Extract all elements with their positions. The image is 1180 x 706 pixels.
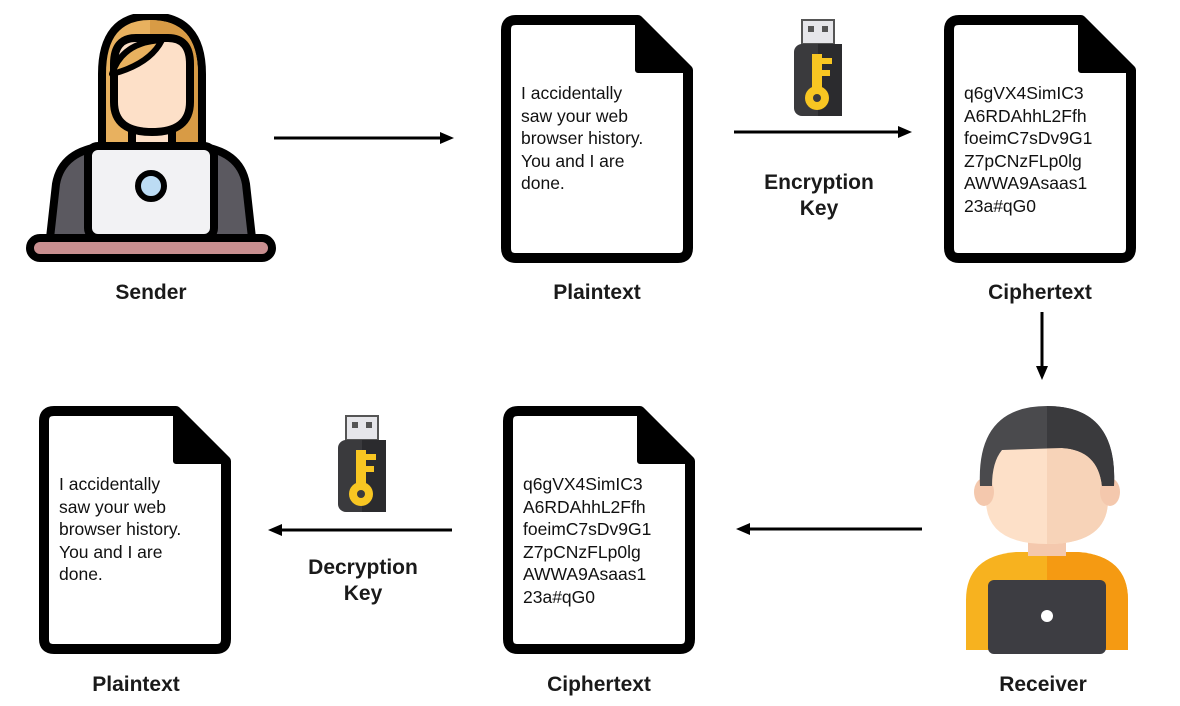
encryption-key-label: Encryption Key bbox=[764, 170, 874, 222]
sender-icon bbox=[26, 11, 276, 264]
decryption-key-label-line1: Decryption bbox=[308, 556, 418, 579]
document-icon bbox=[503, 406, 695, 654]
document-icon bbox=[501, 15, 693, 263]
plaintext-label-top: Plaintext bbox=[553, 281, 641, 304]
ciphertext-document-bottom: q6gVX4SimIC3 A6RDAhhL2Ffh foeimC7sDv9G1 … bbox=[502, 405, 696, 655]
ciphertext-label-top: Ciphertext bbox=[988, 281, 1092, 304]
decryption-key-label-line2: Key bbox=[343, 582, 383, 605]
arrow-ciphertext-to-plaintext bbox=[268, 524, 452, 536]
ciphertext-body-top: q6gVX4SimIC3 A6RDAhhL2Ffh foeimC7sDv9G1 … bbox=[964, 83, 1093, 216]
arrow-sender-to-plaintext bbox=[274, 132, 454, 144]
arrow-receiver-to-ciphertext bbox=[736, 523, 922, 535]
plaintext-label-bottom: Plaintext bbox=[92, 673, 180, 696]
decryption-key-label: Decryption Key bbox=[308, 555, 418, 607]
plaintext-body-top: I accidentally saw your web browser hist… bbox=[521, 83, 644, 194]
arrow-ciphertext-to-receiver bbox=[1036, 312, 1048, 380]
arrow-plaintext-to-ciphertext bbox=[734, 126, 912, 138]
receiver-icon bbox=[962, 404, 1132, 654]
document-icon bbox=[944, 15, 1136, 263]
sender-label: Sender bbox=[115, 281, 187, 304]
ciphertext-label-bottom: Ciphertext bbox=[547, 673, 651, 696]
receiver-label: Receiver bbox=[999, 673, 1087, 696]
encryption-key-label-line1: Encryption bbox=[764, 171, 874, 194]
plaintext-body-bottom: I accidentally saw your web browser hist… bbox=[59, 474, 182, 585]
encryption-key-icon bbox=[790, 18, 846, 120]
decryption-key-icon bbox=[334, 414, 390, 516]
ciphertext-document-top: q6gVX4SimIC3 A6RDAhhL2Ffh foeimC7sDv9G1 … bbox=[943, 14, 1137, 264]
ciphertext-body-bottom: q6gVX4SimIC3 A6RDAhhL2Ffh foeimC7sDv9G1 … bbox=[523, 474, 652, 607]
plaintext-document-top: I accidentally saw your web browser hist… bbox=[500, 14, 694, 264]
plaintext-document-bottom: I accidentally saw your web browser hist… bbox=[38, 405, 232, 655]
document-icon bbox=[39, 406, 231, 654]
encryption-key-label-line2: Key bbox=[799, 197, 839, 220]
